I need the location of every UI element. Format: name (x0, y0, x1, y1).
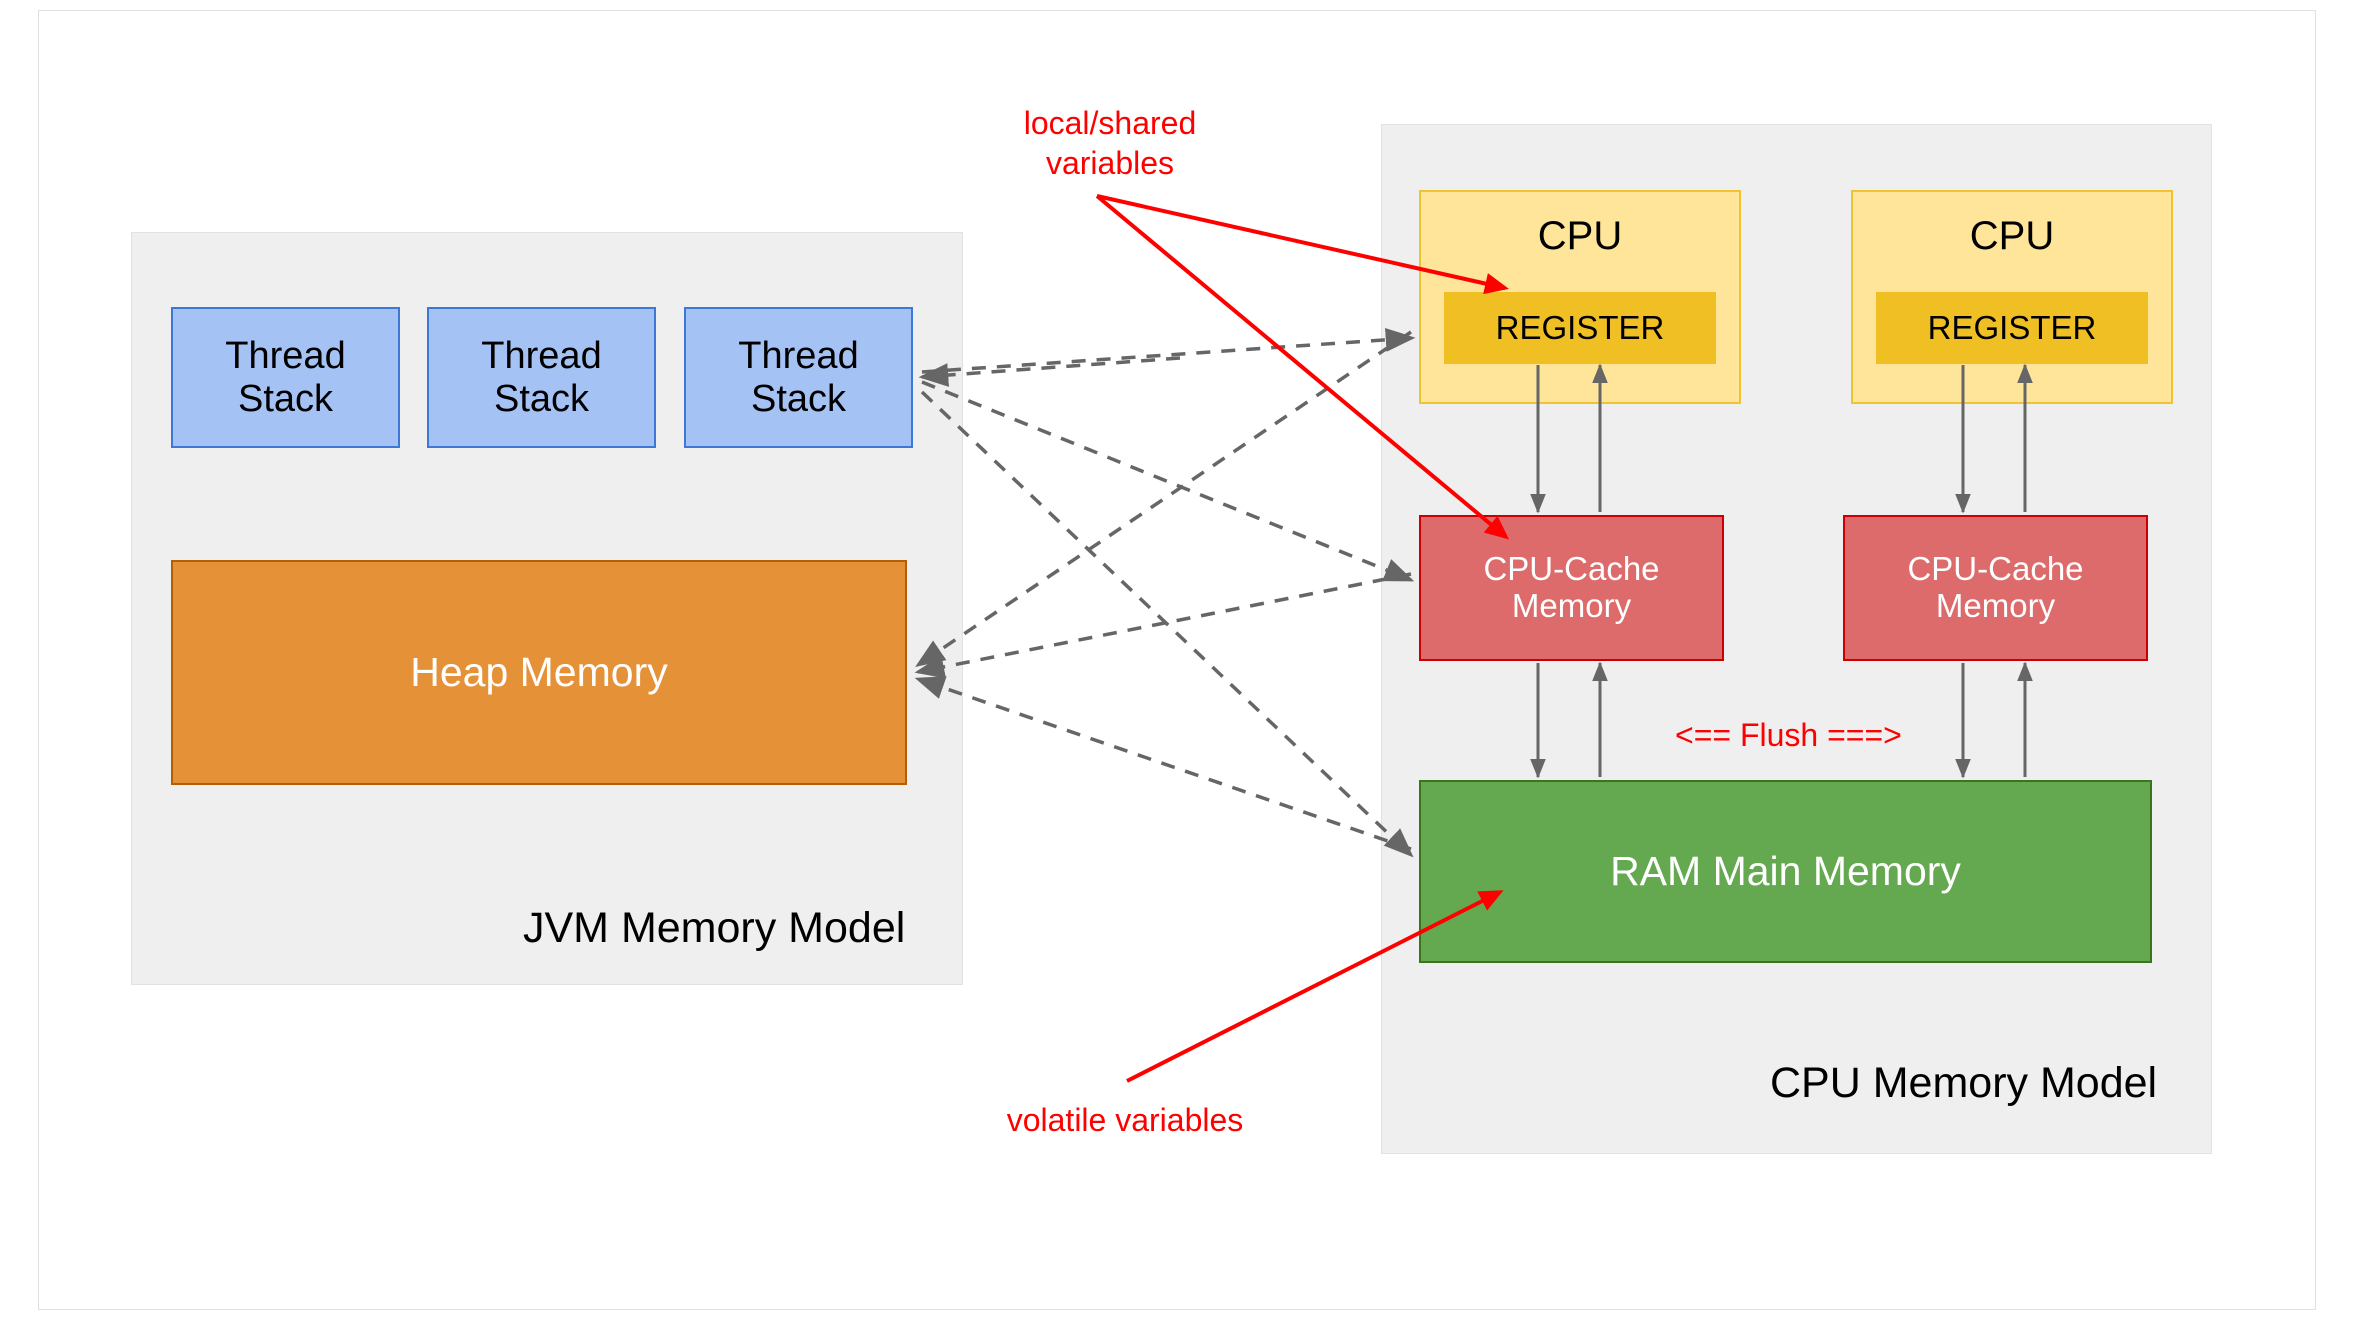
register-label-2: REGISTER (1927, 309, 2097, 346)
thread-stack-box-2: Thread Stack (427, 307, 656, 448)
register-box-1: REGISTER (1444, 292, 1716, 364)
thread-stack-box-3: Thread Stack (684, 307, 913, 448)
thread-stack-label-2: Thread Stack (481, 334, 602, 420)
heap-memory-label: Heap Memory (410, 648, 668, 695)
flush-label: <== Flush ===> (1675, 717, 1902, 753)
cpu-cache-box-2: CPU-Cache Memory (1843, 515, 2148, 661)
thread-stack-label-3: Thread Stack (738, 334, 859, 420)
cpu-cache-box-1: CPU-Cache Memory (1419, 515, 1724, 661)
cpu-cache-label-2: CPU-Cache Memory (1907, 550, 2084, 624)
register-box-2: REGISTER (1876, 292, 2148, 364)
jvm-memory-model-label: JVM Memory Model (523, 904, 906, 952)
heap-memory-box: Heap Memory (171, 560, 907, 785)
cpu-memory-model-label: CPU Memory Model (1770, 1059, 2158, 1107)
thread-stack-label-1: Thread Stack (225, 334, 346, 420)
thread-stack-box-1: Thread Stack (171, 307, 400, 448)
cpu-cache-label-1: CPU-Cache Memory (1483, 550, 1660, 624)
cpu-label-2: CPU (1969, 214, 2055, 258)
ram-main-memory-label: RAM Main Memory (1610, 847, 1961, 894)
register-label-1: REGISTER (1495, 309, 1665, 346)
local-shared-variables-annotation: local/shared variables (1023, 105, 1197, 181)
volatile-variables-annotation: volatile variables (1006, 1102, 1244, 1138)
ram-main-memory-box: RAM Main Memory (1419, 780, 2152, 963)
cpu-label-1: CPU (1537, 214, 1623, 258)
